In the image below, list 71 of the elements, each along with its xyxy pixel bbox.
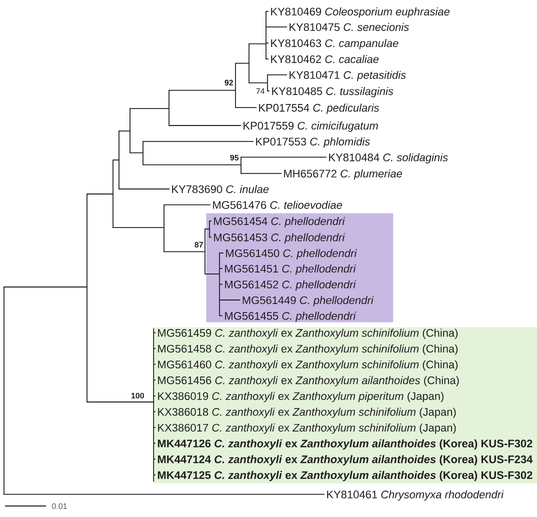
horizontal-branch — [209, 236, 212, 238]
taxon-label: MG561458 C. zanthoxyli ex Zanthoxylum schinifolium (China) — [158, 344, 458, 355]
horizontal-branch — [235, 62, 250, 64]
horizontal-branch — [204, 228, 210, 230]
taxon-label: MG561453 C. phellodendri — [214, 233, 345, 244]
horizontal-branch — [168, 125, 242, 126]
horizontal-branch — [164, 204, 211, 206]
horizontal-branch — [118, 130, 130, 132]
horizontal-branch — [142, 140, 254, 142]
horizontal-branch — [209, 220, 212, 222]
bootstrap-value: 87 — [194, 242, 203, 248]
bootstrap-value: 95 — [230, 154, 239, 160]
taxon-label: MH656772 C. plumeriae — [284, 169, 402, 180]
taxon-label: MG561456 C. zanthoxyli ex Zanthoxylum ailanthoides (China) — [158, 376, 459, 386]
taxon-label: MK447124 C. zanthoxyli ex Zanthoxylum ailanthoides (Korea) KUS-F234 — [158, 455, 533, 466]
taxon-label: KY810475 C. senecionis — [290, 22, 409, 31]
horizontal-branch — [219, 315, 223, 316]
shaded-band — [206, 213, 394, 322]
horizontal-branch — [267, 90, 270, 92]
horizontal-branch — [267, 74, 288, 76]
taxon-label: MK447126 C. zanthoxyli ex Zanthoxylum ailanthoides (Korea) KUS-F302 — [158, 439, 532, 450]
taxon-label: KY810484 C. solidaginis — [329, 153, 448, 164]
bootstrap-value: 100 — [131, 392, 144, 398]
taxon-label: MG561449 C. phellodendri — [242, 296, 374, 306]
horizontal-branch — [4, 286, 88, 288]
horizontal-branch — [266, 58, 269, 60]
taxon-label: KP017553 C. phlomidis — [256, 137, 370, 148]
taxon-label: KY810462 C. cacaliae — [271, 55, 379, 64]
horizontal-branch — [219, 252, 224, 254]
horizontal-branch — [248, 82, 268, 84]
taxon-label: KY810471 C. petasitidis — [290, 70, 406, 82]
taxon-label: KX386019 C. zanthoxyli ex Zanthoxylum piperitum (Japan) — [158, 392, 444, 402]
horizontal-branch — [266, 26, 288, 28]
horizontal-branch — [248, 43, 266, 44]
taxon-label: MG561452 C. phellodendri — [225, 280, 356, 291]
taxon-label: KY783690 C. inulae — [172, 185, 269, 194]
taxon-label: MG561451 C. phellodendri — [225, 264, 356, 275]
taxon-label: KY810461 Chrysomyxa rhododendri — [327, 490, 504, 501]
horizontal-branch — [142, 164, 242, 166]
taxon-label: KY810469 Coleosporium euphrasiae — [271, 7, 450, 18]
taxon-label: MK447125 C. zanthoxyli ex Zanthoxylum ailanthoides (Korea) KUS-F302 — [158, 470, 532, 482]
horizontal-branch — [130, 152, 144, 154]
horizontal-branch — [130, 108, 170, 110]
taxon-label: KP017554 C. pedicularis — [259, 104, 380, 114]
horizontal-branch — [240, 172, 282, 174]
horizontal-branch — [240, 156, 327, 158]
taxon-label: MG561455 C. phellodendri — [225, 312, 356, 322]
taxon-label: MG561454 C. phellodendri — [214, 217, 345, 228]
shaded-band — [153, 327, 537, 484]
horizontal-branch — [266, 10, 269, 12]
horizontal-branch — [164, 251, 206, 252]
taxon-label: MG561459 C. zanthoxyli ex Zanthoxylum schinifolium (China) — [158, 328, 458, 339]
horizontal-branch — [168, 90, 236, 91]
taxon-label: MG561460 C. zanthoxyli ex Zanthoxylum schinifolium (China) — [158, 360, 458, 371]
taxon-label: KX386017 C. zanthoxyli ex Zanthoxylum schinifolium (Japan) — [158, 424, 456, 434]
taxon-label: KY810463 C. campanulae — [271, 39, 398, 50]
taxon-label: KP017559 C. cimicifugatum — [244, 122, 378, 132]
taxon-label: KX386018 C. zanthoxyli ex Zanthoxylum schinifolium (Japan) — [158, 408, 456, 418]
taxon-label: MG561476 C. telioevodiae — [213, 200, 342, 209]
horizontal-branch — [235, 107, 257, 108]
horizontal-branch — [266, 42, 269, 44]
bootstrap-value: 92 — [224, 80, 233, 86]
horizontal-branch — [219, 268, 223, 269]
scale-label: 0.01 — [52, 503, 67, 509]
horizontal-branch — [118, 188, 170, 190]
horizontal-branch — [112, 227, 164, 228]
taxon-label: MG561450 C. phellodendri — [226, 249, 357, 260]
horizontal-branch — [4, 494, 325, 495]
horizontal-branch — [219, 284, 223, 285]
taxon-label: KY810485 C. tussilaginis — [272, 87, 394, 98]
bootstrap-value: 74 — [256, 88, 265, 94]
